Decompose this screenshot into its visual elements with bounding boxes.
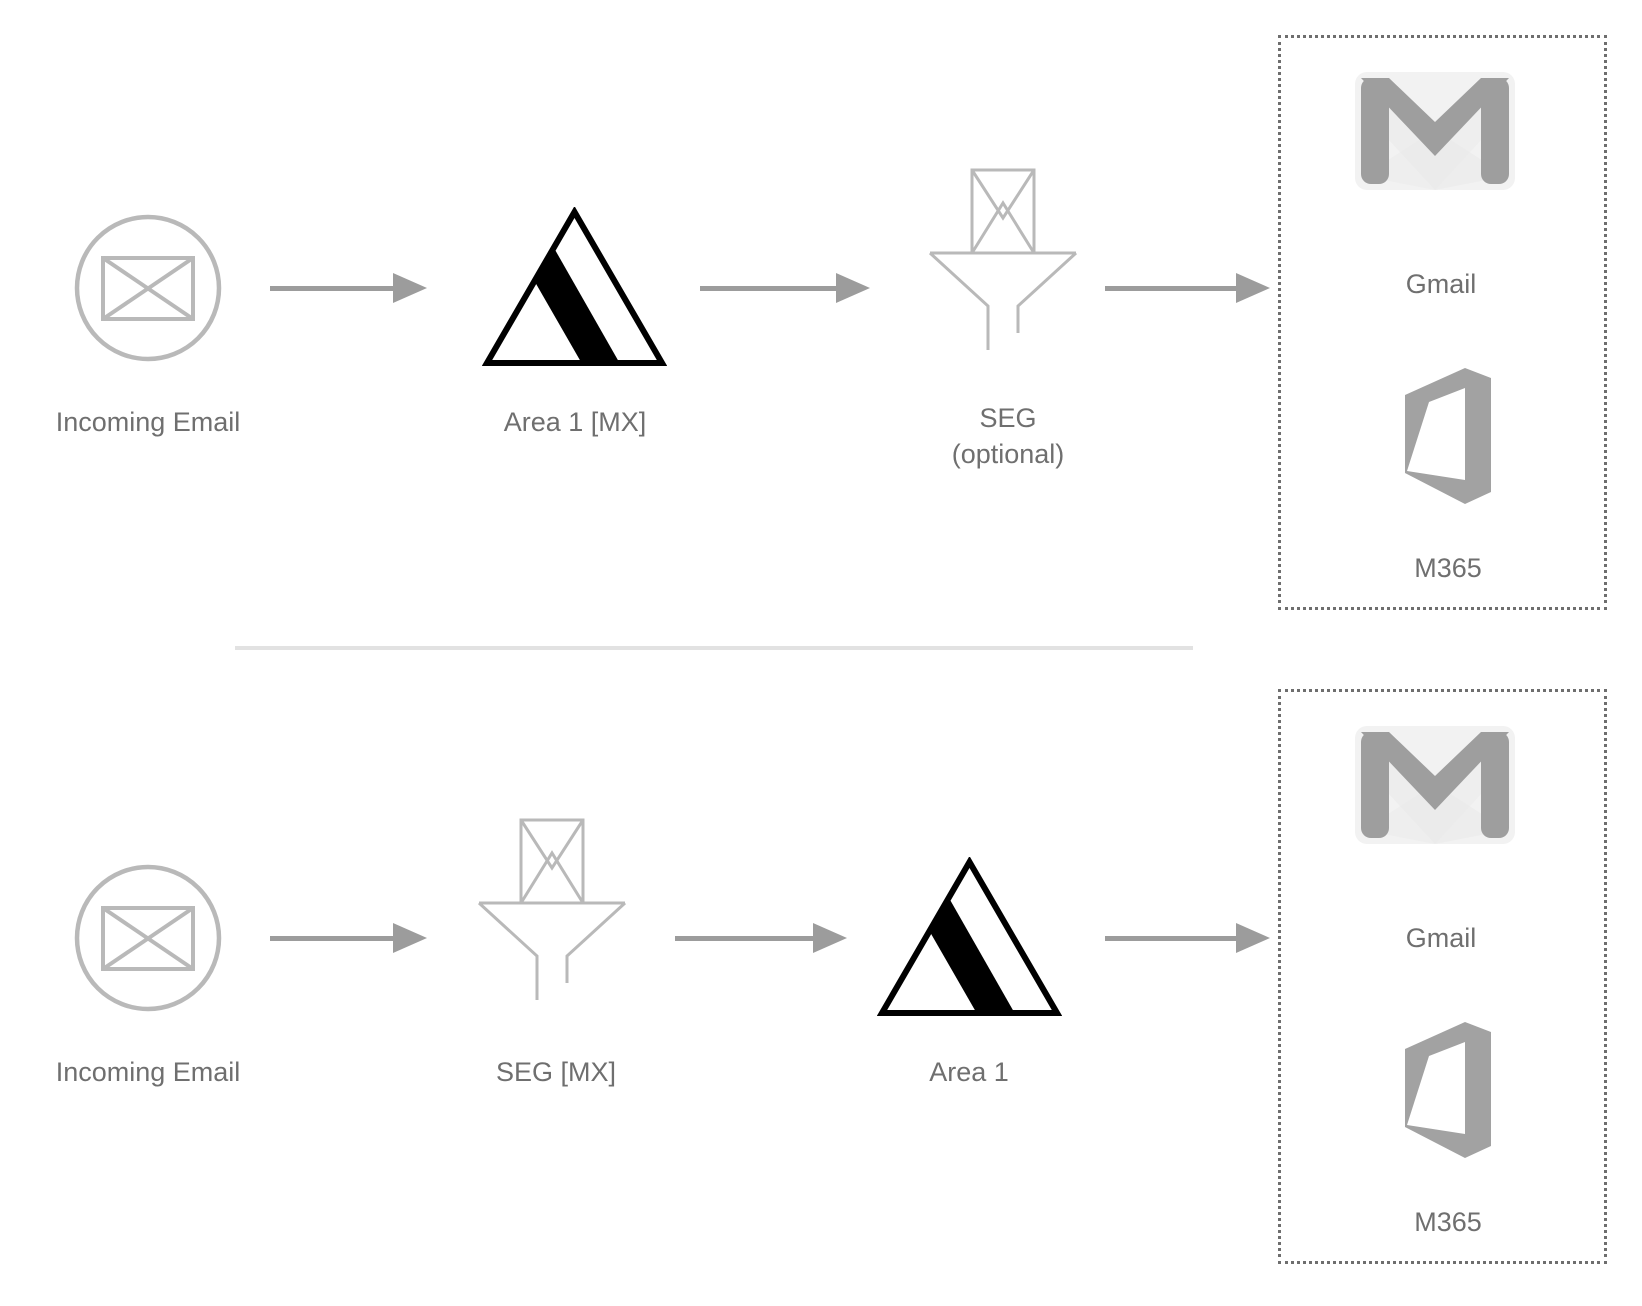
seg-funnel-icon (477, 818, 627, 1000)
node-label-incoming-email: Incoming Email (55, 1057, 241, 1087)
incoming-email-icon (74, 214, 222, 362)
flow-arrow (1105, 923, 1270, 953)
arrow-shaft (675, 935, 813, 941)
section-divider (235, 646, 1193, 650)
arrow-head (836, 273, 870, 303)
arrow-shaft (1105, 935, 1236, 941)
seg-label-line1: SEG (979, 403, 1037, 433)
seg-funnel-icon (928, 168, 1078, 350)
node-label-seg-optional: SEG (optional) (952, 400, 1065, 472)
flow-arrow (675, 923, 847, 953)
arrow-head (393, 923, 427, 953)
arrow-head (813, 923, 847, 953)
m365-icon (1405, 1022, 1491, 1158)
mailbox-destinations-box: Gmail M365 (1278, 689, 1607, 1264)
arrow-shaft (700, 285, 836, 291)
node-label-seg-mx: SEG [MX] (495, 1057, 617, 1087)
arrow-shaft (270, 285, 393, 291)
flow-arrow (270, 923, 427, 953)
gmail-label: Gmail (1405, 269, 1477, 299)
m365-icon (1405, 368, 1491, 504)
node-label-incoming-email: Incoming Email (55, 407, 241, 437)
arrow-shaft (270, 935, 393, 941)
incoming-email-icon (74, 864, 222, 1012)
arrow-head (1236, 923, 1270, 953)
node-label-area1: Area 1 (929, 1057, 1009, 1087)
arrow-shaft (1105, 285, 1236, 291)
flow-arrow (270, 273, 427, 303)
arrow-head (1236, 273, 1270, 303)
area1-logo-icon (482, 207, 667, 366)
flow-arrow (1105, 273, 1270, 303)
node-label-area1-mx: Area 1 [MX] (503, 407, 647, 437)
gmail-icon (1355, 726, 1515, 844)
seg-label-line2: (optional) (951, 439, 1065, 469)
m365-label: M365 (1414, 553, 1482, 583)
mailbox-destinations-box: Gmail M365 (1278, 35, 1607, 610)
area1-logo-icon (877, 857, 1062, 1016)
flow-arrow (700, 273, 870, 303)
gmail-icon (1355, 72, 1515, 190)
m365-label: M365 (1414, 1207, 1482, 1237)
arrow-head (393, 273, 427, 303)
gmail-label: Gmail (1405, 923, 1477, 953)
